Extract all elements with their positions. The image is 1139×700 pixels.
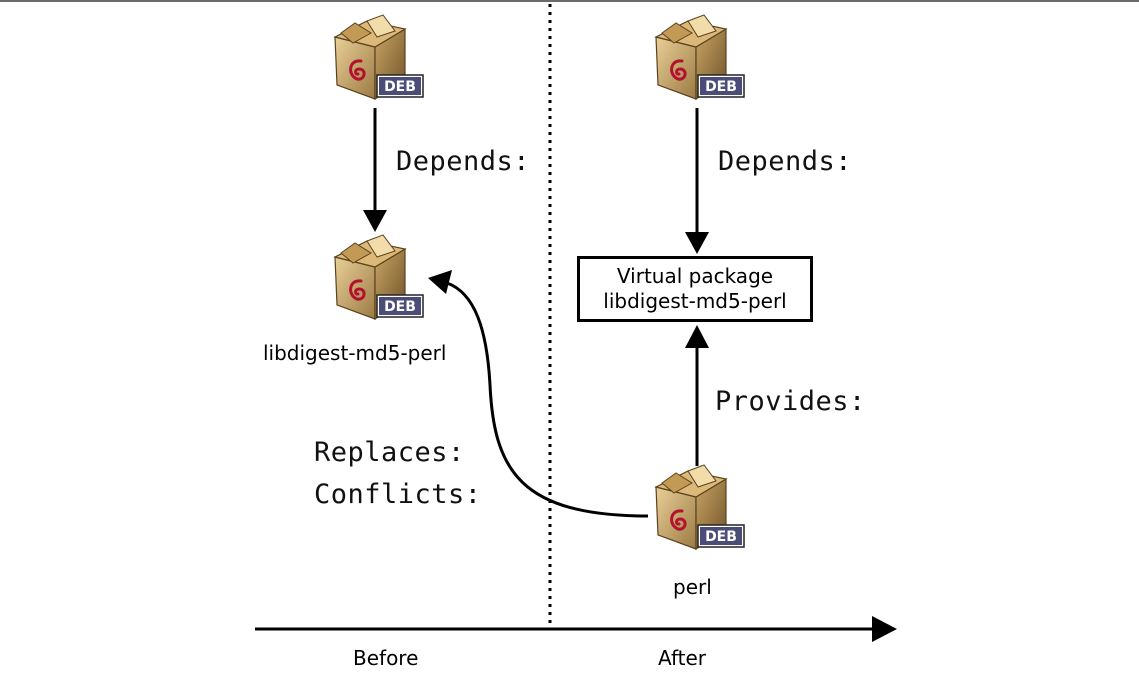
deb-package-icon: DEB	[331, 13, 427, 105]
depends-label-left: Depends:	[396, 146, 531, 177]
timeline-before-label: Before	[353, 646, 419, 670]
provides-label: Provides:	[715, 386, 866, 417]
depends-arrowhead-left	[363, 210, 387, 232]
deb-badge-label: DEB	[384, 299, 416, 315]
deb-package-icon: DEB	[652, 13, 748, 105]
provides-arrowhead	[685, 325, 709, 348]
top-border	[0, 0, 1139, 2]
package-name-libdigest-md5-perl: libdigest-md5-perl	[263, 341, 447, 365]
depends-arrowhead-right	[685, 232, 709, 254]
timeline-arrowhead	[872, 616, 897, 642]
deb-badge-label: DEB	[705, 529, 737, 545]
virtual-package-line1: Virtual package	[616, 264, 774, 288]
deb-package-icon: DEB	[331, 233, 427, 325]
conflicts-label: Conflicts:	[314, 479, 482, 510]
virtual-package-box: Virtual package libdigest-md5-perl	[577, 256, 813, 322]
deb-badge-label: DEB	[384, 79, 416, 95]
deb-package-icon: DEB	[652, 463, 748, 555]
package-name-perl: perl	[673, 575, 712, 599]
deb-badge-label: DEB	[705, 79, 737, 95]
timeline-after-label: After	[658, 646, 707, 670]
replaces-conflicts-arrow	[446, 281, 649, 518]
depends-label-right: Depends:	[718, 146, 853, 177]
virtual-package-line2: libdigest-md5-perl	[603, 289, 787, 313]
replaces-label: Replaces:	[314, 437, 465, 468]
replaces-conflicts-arrowhead	[428, 270, 452, 294]
